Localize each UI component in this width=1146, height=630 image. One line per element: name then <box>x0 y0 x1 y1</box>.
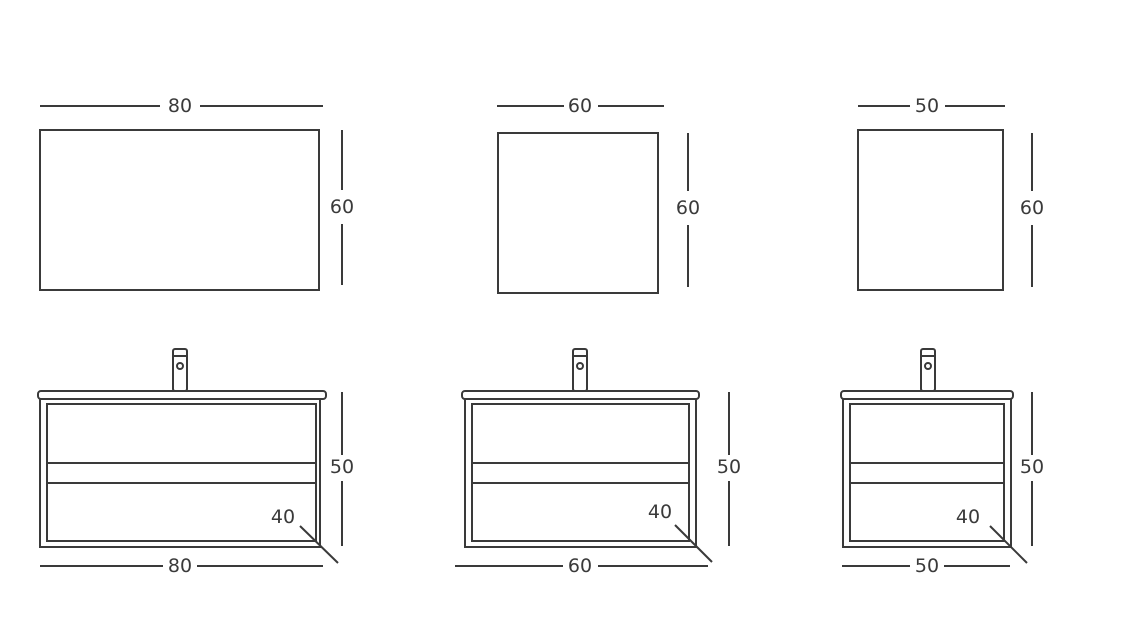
countertop <box>840 390 1014 400</box>
depth-dimension-line <box>299 525 339 564</box>
countertop <box>461 390 700 400</box>
depth-dimension-line <box>989 525 1028 564</box>
vanity-height-label: 50 <box>717 456 741 478</box>
drawer-band <box>471 462 690 484</box>
mirror-outline <box>39 129 320 291</box>
mirror-width-label: 50 <box>915 95 939 117</box>
vanity-60: 50 40 60 <box>455 348 741 577</box>
mirror-60x60: 60 60 <box>497 95 700 294</box>
cabinet-outline <box>464 398 697 548</box>
depth-dimension-line <box>674 524 713 563</box>
mirror-height-label: 60 <box>1020 197 1044 219</box>
vanity-depth-label: 40 <box>956 506 980 528</box>
mirror-80x60: 80 60 <box>39 95 354 291</box>
mirror-width-label: 80 <box>168 95 192 117</box>
mirror-height-label: 60 <box>676 197 700 219</box>
faucet-hole <box>924 362 932 370</box>
cabinet-outline <box>842 398 1012 548</box>
faucet-hole <box>576 362 584 370</box>
vanity-height-label: 50 <box>330 456 354 478</box>
vanity-width-label: 80 <box>168 555 192 577</box>
vanity-depth-label: 40 <box>648 501 672 523</box>
countertop <box>37 390 327 400</box>
mirror-width-label: 60 <box>568 95 592 117</box>
faucet-hole <box>176 362 184 370</box>
mirror-height-label: 60 <box>330 196 354 218</box>
cabinet-outline <box>39 398 321 548</box>
vanity-80: 50 40 80 <box>37 348 354 577</box>
vanity-50: 50 40 50 <box>840 348 1044 577</box>
cabinet-inner <box>849 403 1005 542</box>
mirror-outline <box>857 129 1004 291</box>
drawer-band <box>849 462 1005 484</box>
mirror-outline <box>497 132 659 294</box>
vanity-width-label: 60 <box>568 555 592 577</box>
vanity-height-label: 50 <box>1020 456 1044 478</box>
vanity-width-label: 50 <box>915 555 939 577</box>
mirror-50x60: 50 60 <box>857 95 1044 291</box>
vanity-depth-label: 40 <box>271 506 295 528</box>
drawer-band <box>46 462 317 484</box>
